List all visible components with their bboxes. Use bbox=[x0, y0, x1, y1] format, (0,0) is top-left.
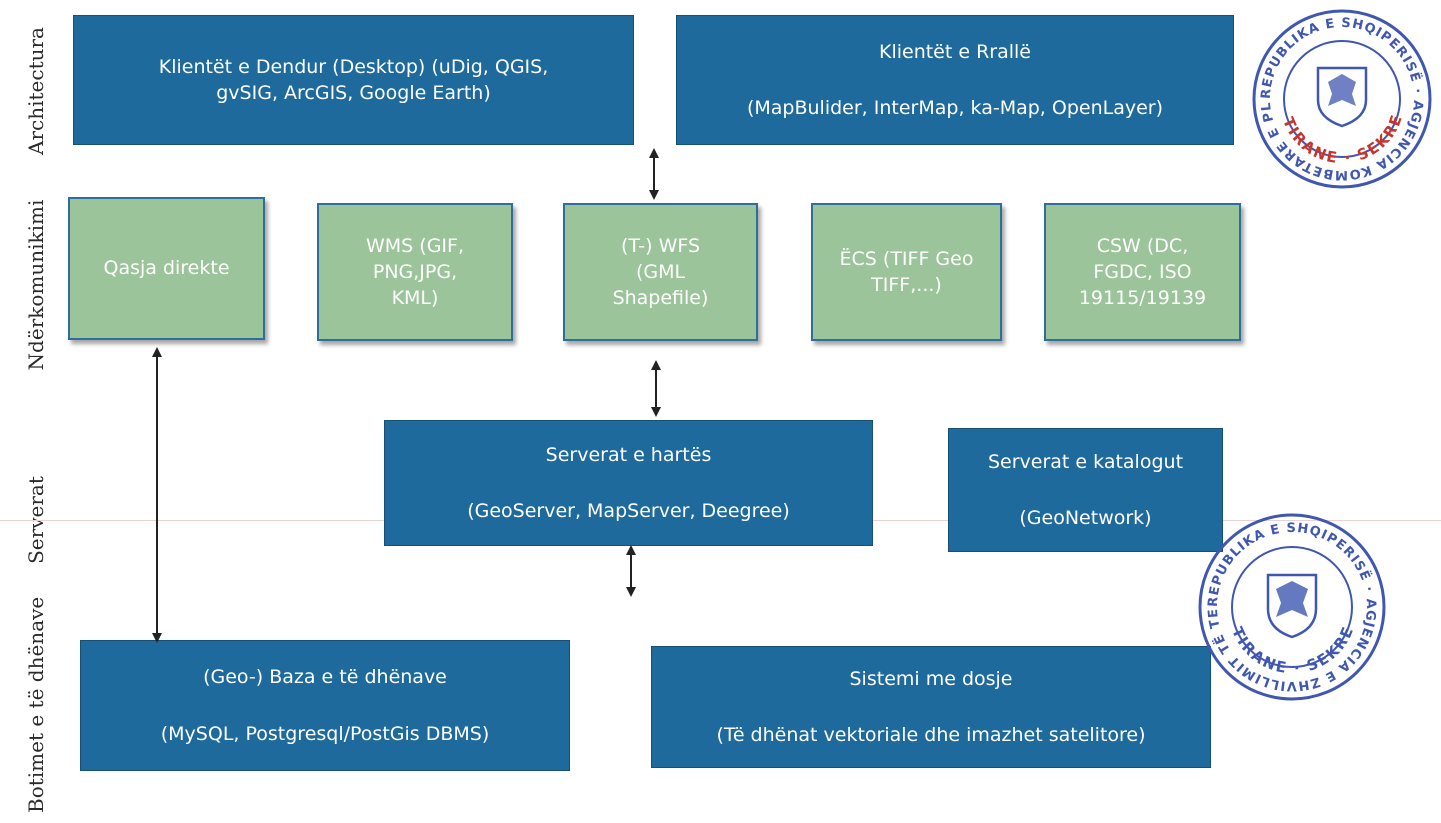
service-line: WMS (GIF, bbox=[366, 234, 464, 257]
desktop-clients-box: Klientët e Dendur (Desktop) (uDig, QGIS,… bbox=[73, 15, 634, 145]
service-line: ËCS (TIFF Geo bbox=[839, 247, 974, 270]
service-box-wms: WMS (GIF, PNG,JPG, KML) bbox=[317, 203, 513, 341]
service-box-wfs: (T-) WFS (GML Shapefile) bbox=[563, 203, 758, 341]
official-stamp-top: REPUBLIKA E SHQIPERISË · AGJENCIA KOMBET… bbox=[1243, 0, 1432, 189]
database-title: (Geo-) Baza e të dhënave bbox=[203, 666, 447, 689]
service-line: (GML bbox=[635, 260, 686, 283]
thin-clients-box: Klientët e Rrallë (MapBulider, InterMap,… bbox=[676, 15, 1234, 145]
service-box-wcs: ËCS (TIFF Geo TIFF,...) bbox=[811, 203, 1002, 341]
desktop-clients-line1: Klientët e Dendur (Desktop) (uDig, QGIS, bbox=[158, 55, 549, 78]
service-line: TIFF,...) bbox=[871, 274, 942, 296]
official-stamp-bottom: REPUBLIKA E SHQIPERISË · AGJENCIA E ZHVI… bbox=[1190, 505, 1386, 701]
catalog-servers-detail: (GeoNetwork) bbox=[1019, 507, 1152, 529]
service-box-csw: CSW (DC, FGDC, ISO 19115/19139 bbox=[1044, 203, 1241, 341]
service-box-direct-access: Qasja direkte bbox=[68, 197, 265, 340]
map-servers-title: Serverat e hartës bbox=[545, 443, 712, 466]
service-line: FGDC, ISO bbox=[1093, 260, 1192, 283]
desktop-clients-line2: gvSIG, ArcGIS, Google Earth) bbox=[216, 82, 491, 104]
thin-clients-title: Klientët e Rrallë bbox=[878, 40, 1031, 63]
service-line: CSW (DC, bbox=[1096, 234, 1189, 257]
service-line: 19115/19139 bbox=[1078, 287, 1207, 310]
file-system-detail: (Të dhënat vektoriale dhe imazhet sateli… bbox=[716, 724, 1146, 746]
catalog-servers-title: Serverat e katalogut bbox=[987, 450, 1184, 473]
catalog-servers-box: Serverat e katalogut (GeoNetwork) bbox=[948, 428, 1223, 552]
file-system-title: Sistemi me dosje bbox=[849, 667, 1013, 690]
service-line: KML) bbox=[391, 287, 439, 310]
service-line: PNG,JPG, bbox=[372, 260, 458, 283]
database-box: (Geo-) Baza e të dhënave (MySQL, Postgre… bbox=[80, 640, 570, 771]
file-system-box: Sistemi me dosje (Të dhënat vektoriale d… bbox=[651, 646, 1211, 768]
map-servers-box: Serverat e hartës (GeoServer, MapServer,… bbox=[384, 420, 873, 546]
database-detail: (MySQL, Postgresql/PostGis DBMS) bbox=[160, 722, 490, 745]
thin-clients-detail: (MapBulider, InterMap, ka-Map, OpenLayer… bbox=[746, 97, 1164, 119]
eagle-emblem-icon bbox=[1316, 66, 1368, 128]
service-line: (T-) WFS bbox=[620, 234, 701, 257]
service-line: Qasja direkte bbox=[103, 257, 230, 280]
service-line: Shapefile) bbox=[612, 287, 709, 310]
map-servers-detail: (GeoServer, MapServer, Deegree) bbox=[467, 500, 790, 522]
eagle-emblem-icon bbox=[1266, 573, 1318, 639]
